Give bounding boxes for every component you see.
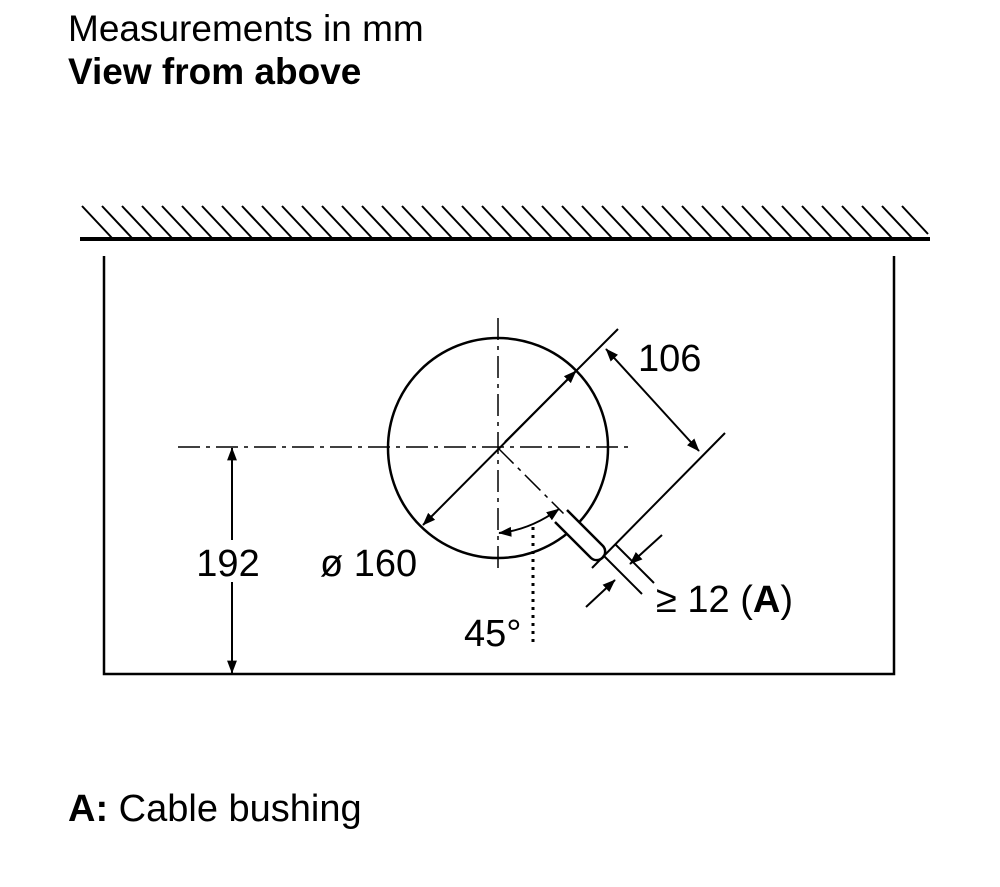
gap-label: ≥ 12 (A) — [656, 579, 793, 621]
diagonal-dimension — [504, 328, 726, 569]
gap-label-suffix: ) — [780, 579, 793, 621]
diagram-title: Measurements in mm — [68, 8, 424, 49]
diameter-label: ø 160 — [320, 543, 417, 585]
height-label: 192 — [196, 543, 259, 585]
angle-dimension — [498, 508, 560, 647]
gap-label-key: A — [753, 579, 780, 621]
cable-bushing-slot — [554, 509, 607, 562]
cabinet-outline — [102, 256, 896, 676]
angle-label: 45° — [464, 613, 521, 655]
legend: A: Cable bushing — [68, 788, 362, 831]
legend-text: Cable bushing — [108, 788, 362, 830]
legend-key: A: — [68, 788, 109, 830]
diagonal-label: 106 — [638, 338, 701, 380]
wall-hatching — [81, 205, 929, 239]
height-label-background — [194, 540, 268, 582]
gap-label-prefix: ≥ 12 ( — [656, 579, 753, 621]
gap-dimension — [585, 534, 663, 608]
diagram-subtitle: View from above — [68, 51, 362, 92]
